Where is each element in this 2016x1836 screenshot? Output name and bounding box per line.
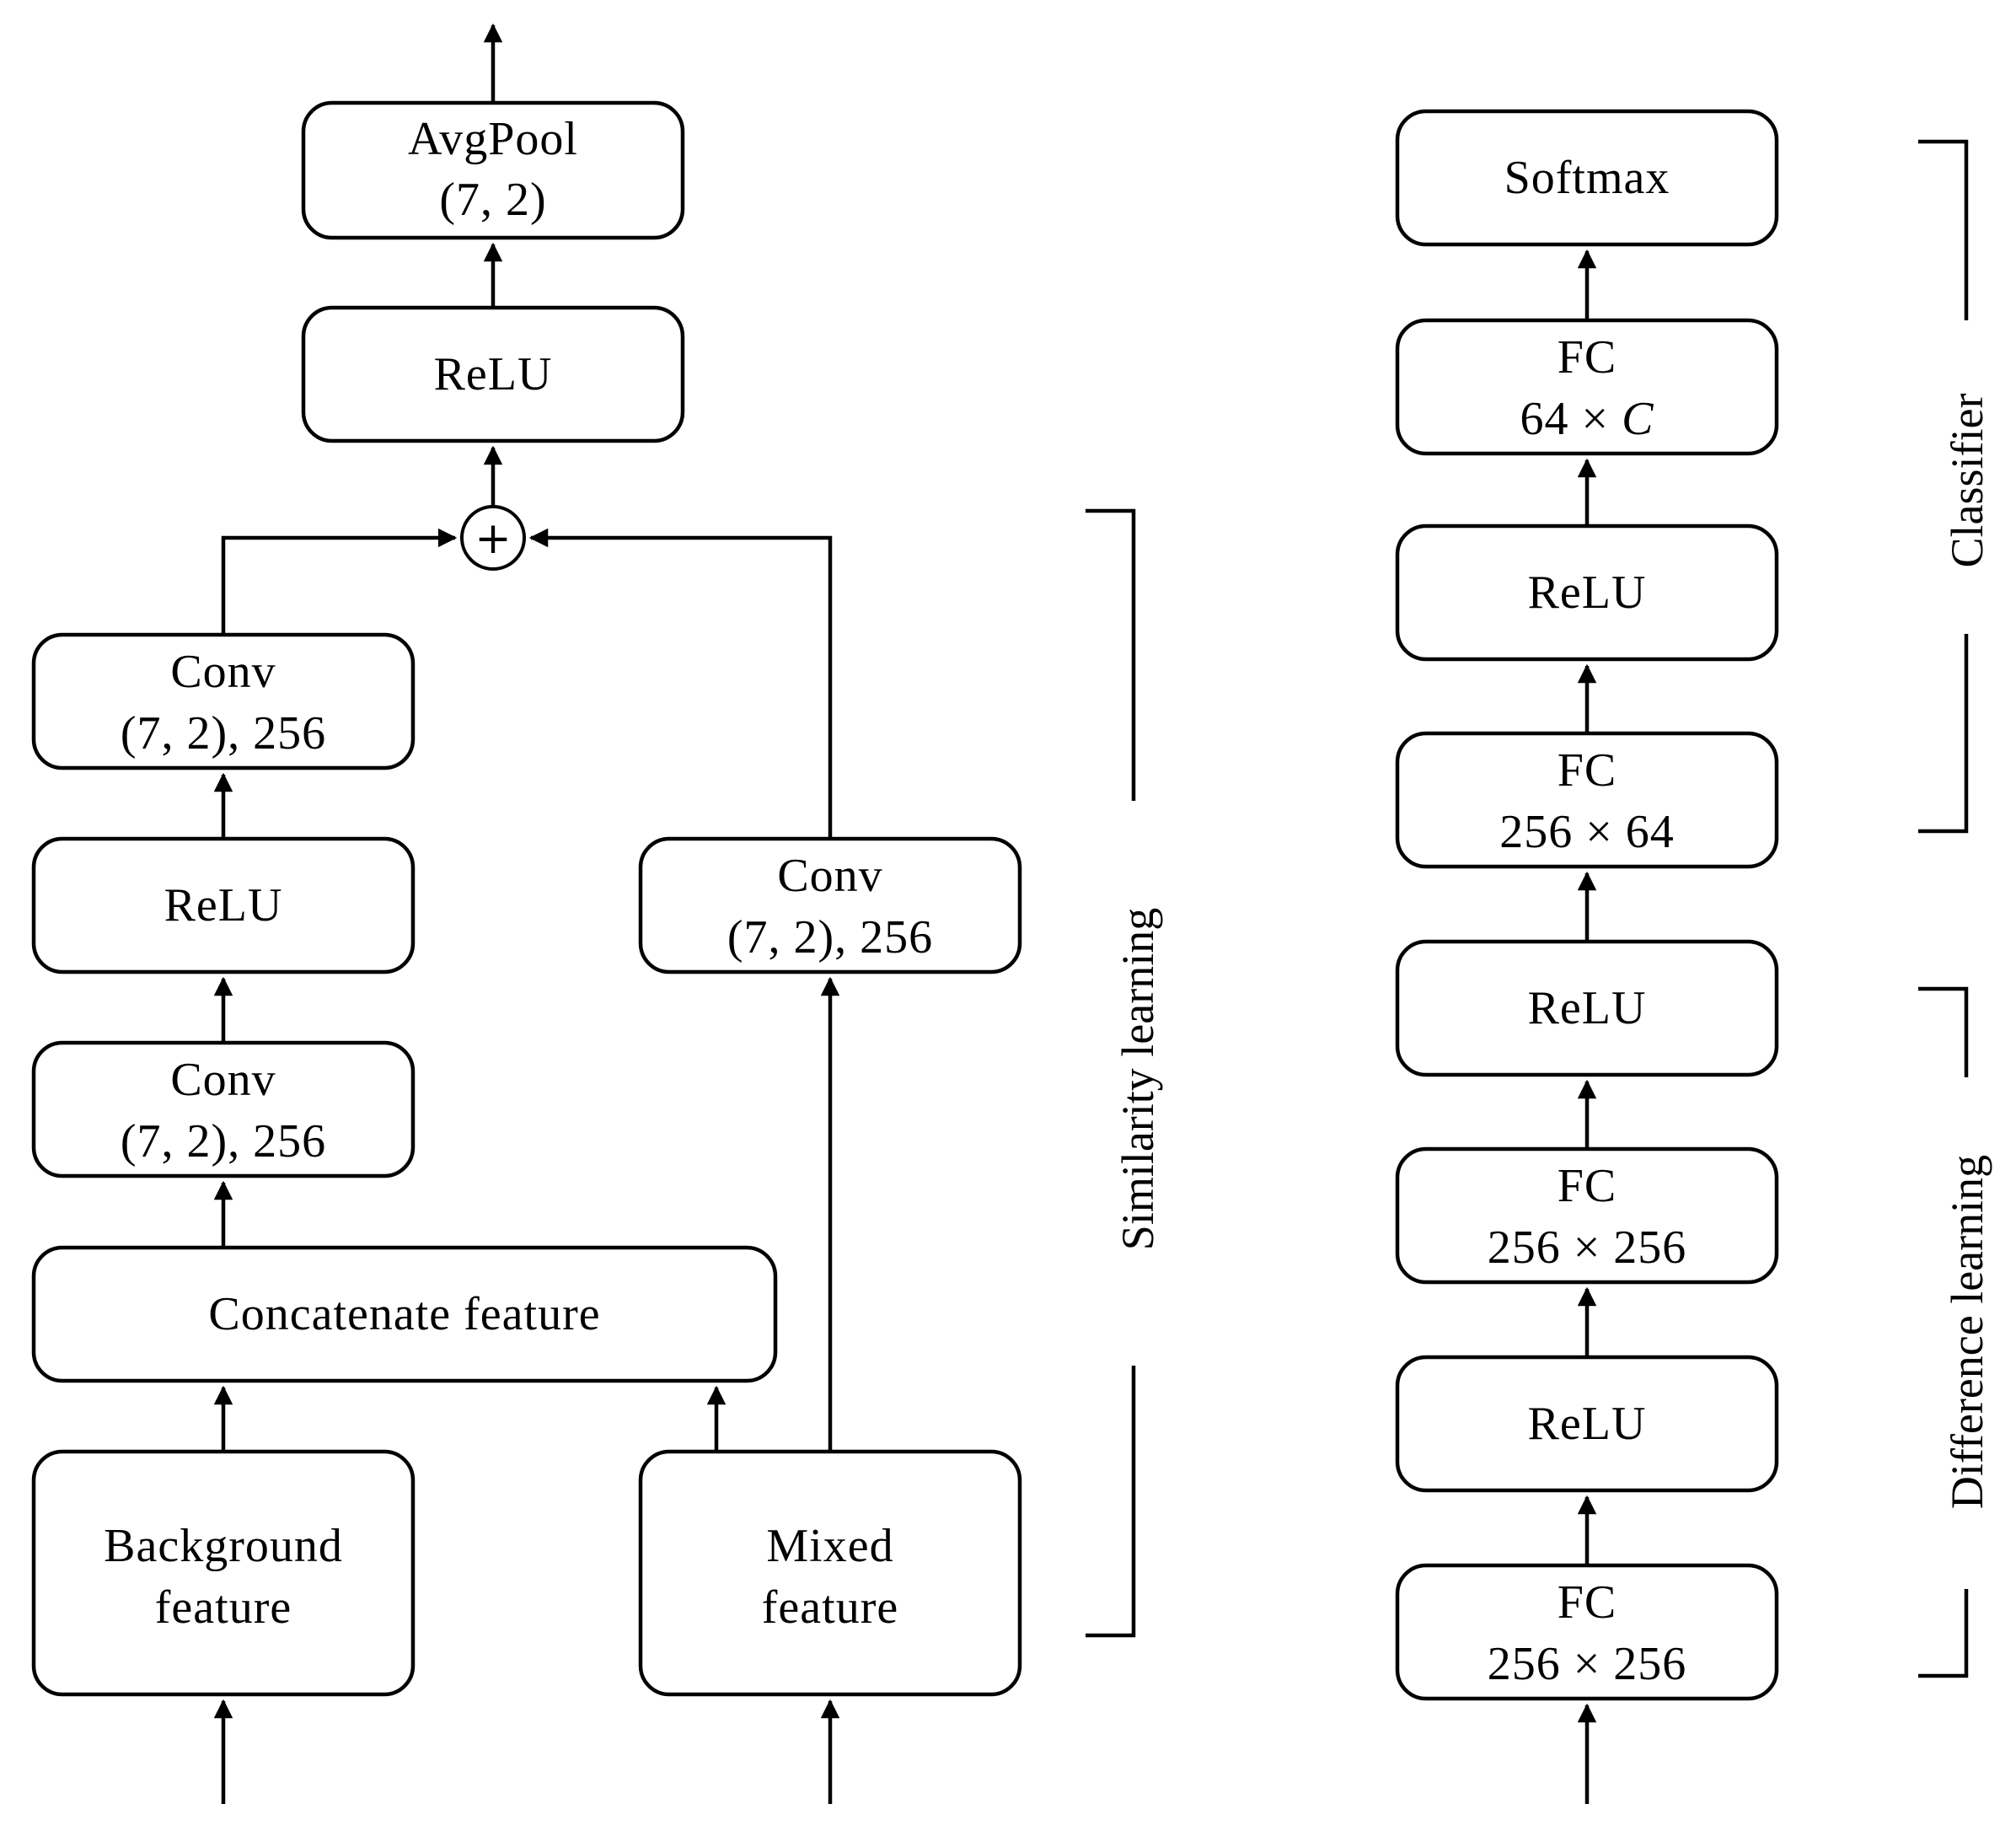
fc1-params-num: 64 × <box>1520 393 1622 445</box>
relu3-label: ReLU <box>1528 1398 1647 1450</box>
conv-right-label: Conv <box>777 850 882 902</box>
arrow-conv-right-to-sum <box>528 528 833 839</box>
arrow-conv-a-to-sum <box>221 528 458 635</box>
mixed-feature-block: Mixed feature <box>638 1449 1022 1697</box>
concatenate-label: Concatenate feature <box>208 1288 600 1340</box>
conv-a-params: (7, 2), 256 <box>121 707 326 760</box>
relu-top-block: ReLU <box>301 305 685 443</box>
relu1-label: ReLU <box>1528 566 1647 619</box>
fc3-label: FC <box>1558 1160 1617 1212</box>
relu-top-label: ReLU <box>434 348 553 400</box>
fc1-params: 64 × C <box>1520 393 1654 445</box>
sum-symbol: + <box>475 513 512 564</box>
fc4-params: 256 × 256 <box>1488 1638 1687 1690</box>
avgpool-label: AvgPool <box>408 113 578 165</box>
conv-a-label: Conv <box>170 646 276 698</box>
mixed-feature-label-1: Mixed <box>766 1520 893 1572</box>
concatenate-block: Concatenate feature <box>31 1245 778 1383</box>
avgpool-params: (7, 2) <box>439 174 546 226</box>
avgpool-block: AvgPool (7, 2) <box>301 100 685 240</box>
sum-node: + <box>460 505 526 571</box>
fc2-label: FC <box>1558 744 1617 797</box>
relu-mid-block: ReLU <box>31 836 416 974</box>
fc-block-3: FC 256 × 256 <box>1395 1146 1779 1285</box>
background-feature-block: Background feature <box>31 1449 416 1697</box>
similarity-learning-bracket: Similarity learning <box>1086 508 1163 1638</box>
relu-block-2: ReLU <box>1395 939 1779 1077</box>
relu-block-3: ReLU <box>1395 1355 1779 1493</box>
classifier-bracket: Classifier <box>1918 139 1992 834</box>
background-feature-label-1: Background <box>104 1520 343 1572</box>
similarity-learning-label: Similarity learning <box>1113 908 1163 1250</box>
softmax-block: Softmax <box>1395 109 1779 247</box>
difference-learning-bracket: Difference learning <box>1918 986 1992 1678</box>
conv-right-params: (7, 2), 256 <box>727 911 933 964</box>
relu2-label: ReLU <box>1528 982 1647 1034</box>
relu-mid-label: ReLU <box>164 879 283 931</box>
mixed-feature-label-2: feature <box>762 1581 898 1634</box>
fc4-label: FC <box>1558 1576 1617 1629</box>
conv-b-label: Conv <box>170 1054 276 1106</box>
fc-block-1: FC 64 × C <box>1395 318 1779 456</box>
conv-block-b: Conv (7, 2), 256 <box>31 1040 416 1178</box>
fc-block-2: FC 256 × 64 <box>1395 731 1779 869</box>
fc3-params: 256 × 256 <box>1488 1221 1687 1274</box>
classifier-label: Classifier <box>1942 394 1992 568</box>
conv-block-a: Conv (7, 2), 256 <box>31 632 416 770</box>
conv-b-params: (7, 2), 256 <box>121 1115 326 1168</box>
background-feature-label-2: feature <box>155 1581 292 1634</box>
conv-block-right: Conv (7, 2), 256 <box>638 836 1022 974</box>
fc-block-4: FC 256 × 256 <box>1395 1563 1779 1701</box>
fc2-params: 256 × 64 <box>1499 806 1675 858</box>
relu-block-1: ReLU <box>1395 523 1779 662</box>
fc1-label: FC <box>1558 331 1617 384</box>
fc1-params-var: C <box>1622 393 1654 445</box>
difference-learning-label: Difference learning <box>1942 1155 1992 1509</box>
softmax-label: Softmax <box>1504 152 1670 204</box>
